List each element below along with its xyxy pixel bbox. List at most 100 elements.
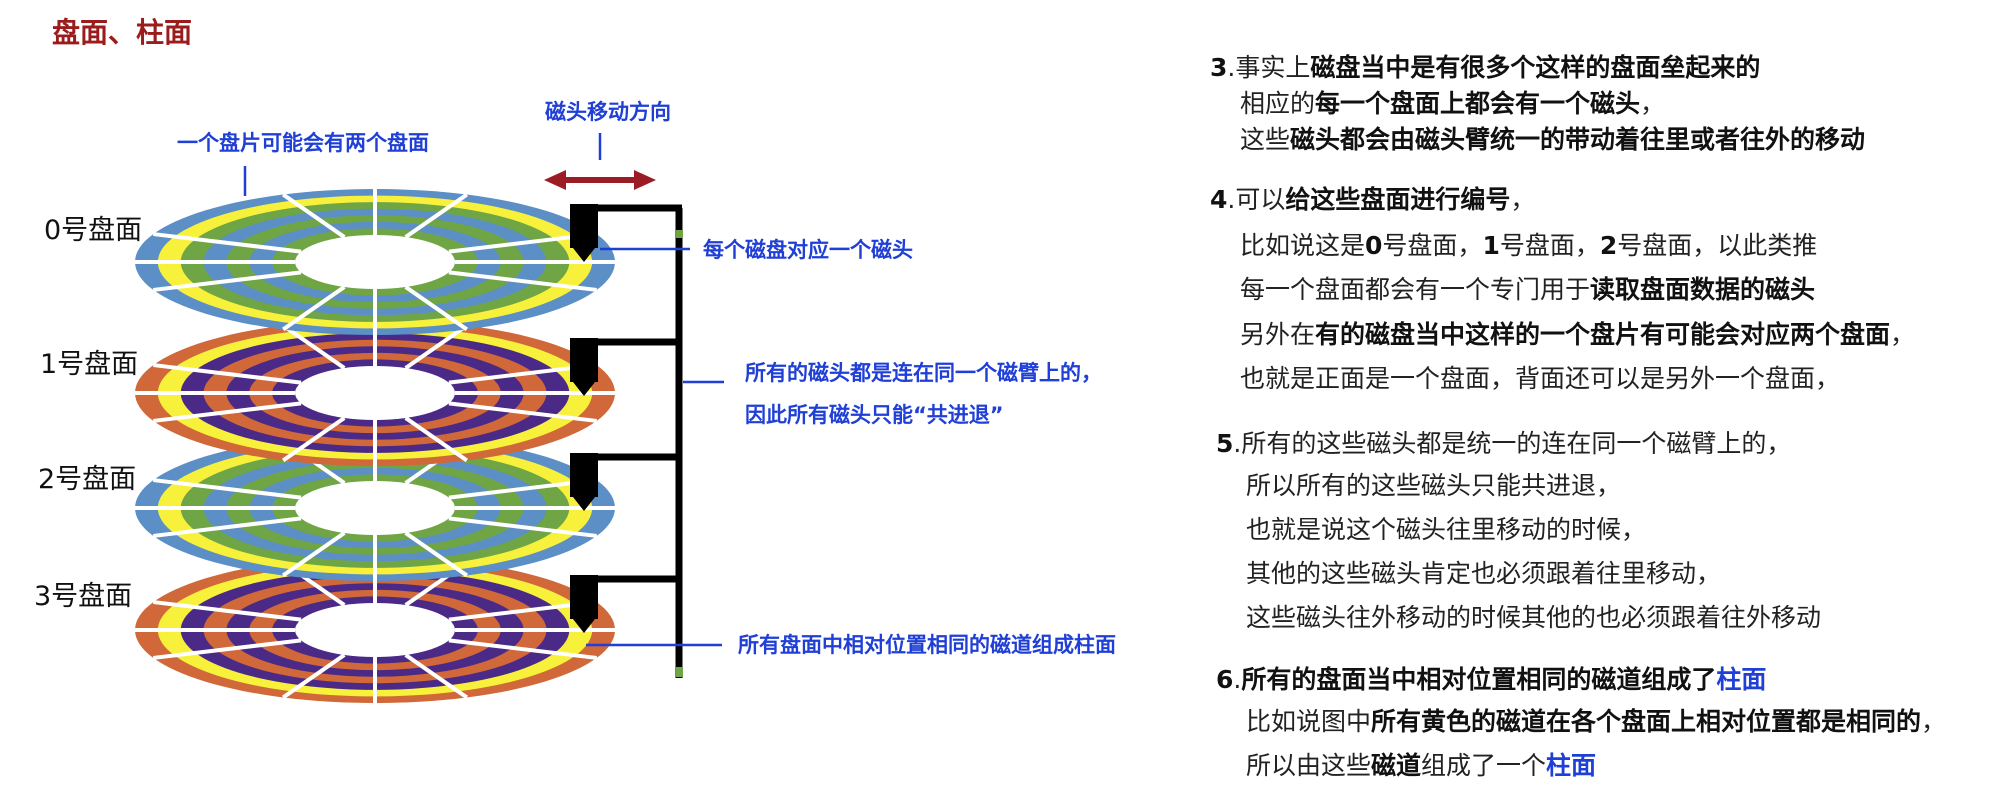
annotation-same-arm-1: 所有的磁头都是连在同一个磁臂上的，: [745, 361, 1102, 385]
sector-divider: [448, 516, 597, 538]
annotation-cylinder: 所有盘面中相对位置相同的磁道组成柱面: [738, 633, 1116, 657]
note-segment: ，: [1640, 89, 1666, 118]
note-segment: 比如说这是: [1240, 231, 1366, 260]
sector-divider: [448, 638, 597, 660]
sector-divider: [153, 638, 302, 660]
note-segment: 磁头都会由磁头臂统一的带动着往里或者往外的移动: [1290, 125, 1866, 154]
sector-divider: [448, 270, 597, 292]
sector-divider: [153, 232, 302, 254]
annotation-head-direction: 磁头移动方向: [545, 100, 671, 124]
double-arrow-icon: [544, 170, 656, 190]
note-segment: 5: [1216, 429, 1234, 458]
note-line: 也就是说这个磁头往里移动的时候，: [1246, 510, 1646, 546]
note-segment: 柱面: [1546, 751, 1597, 780]
sector-divider: [282, 416, 346, 463]
sector-divider: [404, 192, 468, 239]
spindle-hole: [295, 235, 455, 289]
note-segment: 这些磁头往外移动的时候其他的也必须跟着往外移动: [1246, 603, 1822, 632]
spindle-hole: [295, 481, 455, 535]
note-segment: 号盘面，以此类推: [1617, 231, 1818, 260]
annotation-one-head-each: 每个磁盘对应一个磁头: [703, 238, 913, 262]
sector-divider: [404, 531, 468, 578]
read-head-icon: [570, 338, 598, 396]
platter-label-2: 2号盘面: [38, 464, 136, 495]
note-segment: 3: [1210, 53, 1228, 82]
sector-divider: [404, 285, 468, 332]
note-line: 相应的每一个盘面上都会有一个磁头，: [1240, 84, 1665, 120]
sector-divider: [153, 600, 302, 622]
note-segment: 磁盘当中是有很多个这样的盘面垒起来的: [1310, 53, 1761, 82]
note-line: 也就是正面是一个盘面，背面还可以是另外一个盘面，: [1240, 359, 1840, 395]
sector-divider: [404, 416, 468, 463]
note-line: 另外在有的磁盘当中这样的一个盘片有可能会对应两个盘面，: [1240, 315, 1915, 351]
platter-2: [135, 435, 615, 581]
note-segment: 每一个盘面都会有一个专门用于: [1240, 275, 1591, 304]
note-segment: 所有黄色的磁道在各个盘面上相对位置都是相同的: [1371, 707, 1922, 736]
spindle-hole: [295, 366, 455, 420]
note-line: 6.所有的盘面当中相对位置相同的磁道组成了柱面: [1216, 660, 1766, 696]
sector-divider: [153, 516, 302, 538]
note-line: 5.所有的这些磁头都是统一的连在同一个磁臂上的，: [1216, 424, 1791, 460]
note-line: 其他的这些磁头肯定也必须跟着往里移动，: [1246, 554, 1721, 590]
note-line: 所以所有的这些磁头只能共进退，: [1246, 466, 1621, 502]
note-line: 比如说图中所有黄色的磁道在各个盘面上相对位置都是相同的，: [1246, 702, 1946, 738]
note-segment: 其他的这些磁头肯定也必须跟着往里移动，: [1246, 559, 1722, 588]
platter-3: [135, 557, 615, 703]
note-segment: 1: [1482, 231, 1500, 260]
sector-divider: [404, 323, 468, 370]
note-segment: ，: [1510, 185, 1536, 214]
note-line: 比如说这是0号盘面，1号盘面，2号盘面，以此类推: [1240, 226, 1817, 262]
sector-divider: [404, 653, 468, 700]
annotation-two-surfaces: 一个盘片可能会有两个盘面: [177, 131, 429, 155]
platter-1: [135, 320, 615, 466]
sector-divider: [282, 531, 346, 578]
note-line: 所以由这些磁道组成了一个柱面: [1246, 746, 1596, 782]
platter-label-0: 0号盘面: [44, 215, 142, 246]
platter-0: [135, 189, 615, 335]
note-segment: 每一个盘面上都会有一个磁头: [1315, 89, 1641, 118]
sector-divider: [153, 363, 302, 385]
annotation-same-arm-2: 因此所有磁头只能“共进退”: [745, 403, 1004, 427]
sector-divider: [282, 285, 346, 332]
note-segment: 另外在: [1240, 320, 1316, 349]
note-segment: 号盘面，: [1382, 231, 1483, 260]
note-segment: 组成了一个: [1421, 751, 1547, 780]
platter-stack: [135, 189, 615, 703]
note-line: 3.事实上磁盘当中是有很多个这样的盘面垒起来的: [1210, 48, 1760, 84]
note-line: 4.可以给这些盘面进行编号，: [1210, 180, 1535, 216]
platter-label-3: 3号盘面: [34, 581, 132, 612]
read-head-icon: [570, 575, 598, 633]
note-segment: 有的磁盘当中这样的一个盘片有可能会对应两个盘面: [1315, 320, 1891, 349]
note-segment: 也就是说这个磁头往里移动的时候，: [1246, 515, 1647, 544]
sector-divider: [448, 401, 597, 423]
platter-label-1: 1号盘面: [40, 349, 138, 380]
note-segment: 号盘面，: [1499, 231, 1600, 260]
read-heads: [570, 204, 598, 633]
note-segment: .: [1233, 665, 1242, 694]
leader-lines: [243, 133, 724, 647]
note-segment: .所有的这些磁头都是统一的连在同一个磁臂上的，: [1233, 429, 1792, 458]
note-segment: 所以由这些: [1246, 751, 1372, 780]
note-segment: ，: [1921, 707, 1947, 736]
note-segment: 所有的盘面当中相对位置相同的磁道组成了: [1241, 665, 1717, 694]
note-segment: 4: [1210, 185, 1228, 214]
note-line: 这些磁头往外移动的时候其他的也必须跟着往外移动: [1246, 598, 1821, 634]
note-segment: 给这些盘面进行编号: [1285, 185, 1511, 214]
note-segment: 2: [1599, 231, 1618, 260]
spindle-hole: [295, 603, 455, 657]
sector-divider: [282, 323, 346, 370]
note-segment: 读取盘面数据的磁头: [1590, 275, 1816, 304]
sector-divider: [282, 192, 346, 239]
sector-divider: [153, 401, 302, 423]
note-segment: ，: [1890, 320, 1916, 349]
note-line: 这些磁头都会由磁头臂统一的带动着往里或者往外的移动: [1240, 120, 1865, 156]
note-segment: 这些: [1240, 125, 1291, 154]
note-segment: 0: [1365, 231, 1383, 260]
note-line: 每一个盘面都会有一个专门用于读取盘面数据的磁头: [1240, 270, 1815, 306]
sector-divider: [282, 653, 346, 700]
note-segment: .事实上: [1227, 53, 1311, 82]
note-segment: 柱面: [1716, 665, 1767, 694]
note-segment: 也就是正面是一个盘面，背面还可以是另外一个盘面，: [1240, 364, 1841, 393]
read-head-icon: [570, 204, 598, 262]
page-title: 盘面、柱面: [52, 16, 192, 49]
